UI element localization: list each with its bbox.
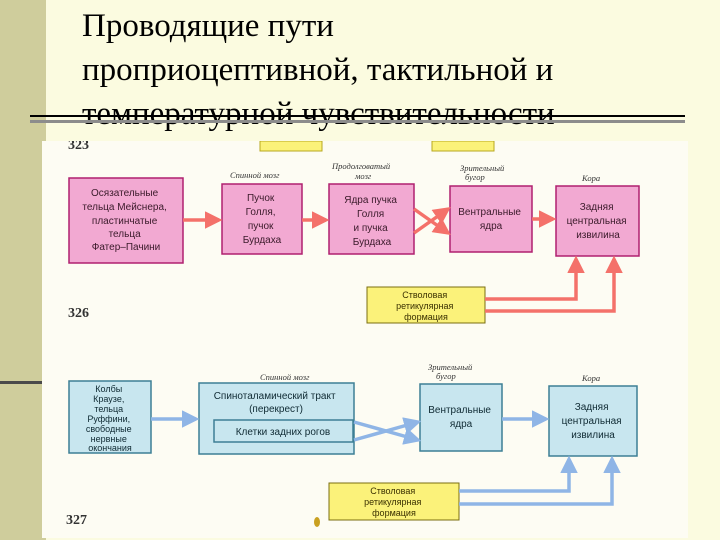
medulla-box-326: Ядра пучка Голля и пучка Бурдаха xyxy=(328,183,415,255)
svg-text:Ядра пучка Голля и: Ядра пучка Голля и пучка Бурдаха xyxy=(344,195,400,248)
svg-text:Вентральные ядра: Вентральные ядра xyxy=(428,405,494,430)
title-line-3: температурной чувствительности xyxy=(82,96,555,132)
label-medulla-326-line1: Продолговатый xyxy=(331,161,391,171)
arrows-327 xyxy=(151,410,621,506)
pathway-diagrams: 323 Спинной мозг Продолговатый мозг Зрит… xyxy=(66,141,640,528)
thalamus-box-326: Вентральные ядра xyxy=(449,185,533,253)
svg-text:Колбы Краузе, тель: Колбы Краузе, тельца Руффини, свободные … xyxy=(86,384,134,453)
svg-text:Задняя центральная: Задняя центральная извилина xyxy=(567,202,630,241)
label-thalamus-326-line1: Зрительный xyxy=(460,163,505,173)
receptors-box-327: Колбы Краузе, тельца Руффини, свободные … xyxy=(68,380,152,454)
slide-title: Проводящие пути проприоцептивной, тактил… xyxy=(82,4,682,136)
title-underline-grey xyxy=(30,120,685,123)
svg-text:Пучок Голля, пучок: Пучок Голля, пучок Бурдаха xyxy=(243,193,282,246)
svg-text:Стволовая ретикулярная: Стволовая ретикулярная формация xyxy=(364,486,424,518)
receptors-326-line4: тельца xyxy=(109,229,141,240)
prev-figure-box xyxy=(431,141,495,152)
prev-figure-number: 323 xyxy=(68,141,89,153)
reticular-box-327: Стволовая ретикулярная формация xyxy=(328,482,460,521)
label-thalamus-327-line1: Зрительный xyxy=(428,362,473,372)
label-spinal-cord-326: Спинной мозг xyxy=(230,170,280,180)
svg-text:Задняя центральная: Задняя центральная извилина xyxy=(562,402,625,441)
arrows-326 xyxy=(183,206,623,313)
label-cortex-326: Кора xyxy=(581,173,600,183)
svg-text:Спиноталамический тракт: Спиноталамический тракт (перекрест) xyxy=(214,391,339,415)
spinal-box-326: Пучок Голля, пучок Бурдаха xyxy=(221,183,303,255)
slide-sidebar xyxy=(0,0,46,540)
receptors-326-line1: Осязательные xyxy=(91,188,159,199)
receptors-326-line5: Фатер–Пачини xyxy=(92,242,161,253)
page-mark-dot xyxy=(314,517,320,527)
textbook-figure: 323 Спинной мозг Продолговатый мозг Зрит… xyxy=(42,141,688,538)
receptors-box-326: Осязательные тельца Мейснера, пластинчат… xyxy=(68,177,184,264)
figure-number-327: 327 xyxy=(66,513,87,528)
sidebar-accent-line xyxy=(0,381,42,384)
receptors-326-line2: тельца Мейснера, xyxy=(82,202,166,213)
label-medulla-326-line2: мозг xyxy=(354,171,372,181)
svg-text:Вентральные ядра: Вентральные ядра xyxy=(458,207,524,232)
title-underline-dark xyxy=(30,115,685,117)
svg-text:Стволовая ретикулярная: Стволовая ретикулярная формация xyxy=(396,290,456,322)
receptors-326-line3: пластинчатые xyxy=(92,216,158,227)
figure-number-326: 326 xyxy=(68,306,89,321)
label-thalamus-327-line2: бугор xyxy=(436,371,456,381)
label-spinal-cord-327: Спинной мозг xyxy=(260,372,310,382)
cortex-box-326: Задняя центральная извилина xyxy=(555,185,640,257)
thalamus-box-327: Вентральные ядра xyxy=(419,383,503,452)
label-thalamus-326-line2: бугор xyxy=(465,172,485,182)
horn-cells-box xyxy=(213,419,354,443)
prev-figure-box xyxy=(259,141,323,152)
tract-box-327: Спиноталамический тракт (перекрест) Клет… xyxy=(198,382,355,455)
label-cortex-327: Кора xyxy=(581,373,600,383)
horn-cells-label: Клетки задних рогов xyxy=(236,427,331,438)
title-line-1: Проводящие пути xyxy=(82,8,334,44)
title-line-2: проприоцептивной, тактильной и xyxy=(82,52,554,88)
svg-text:Осязательные тельца Мейс: Осязательные тельца Мейснера, пластинчат… xyxy=(82,188,169,253)
reticular-box-326: Стволовая ретикулярная формация xyxy=(366,286,486,324)
cortex-box-327: Задняя центральная извилина xyxy=(548,385,638,457)
